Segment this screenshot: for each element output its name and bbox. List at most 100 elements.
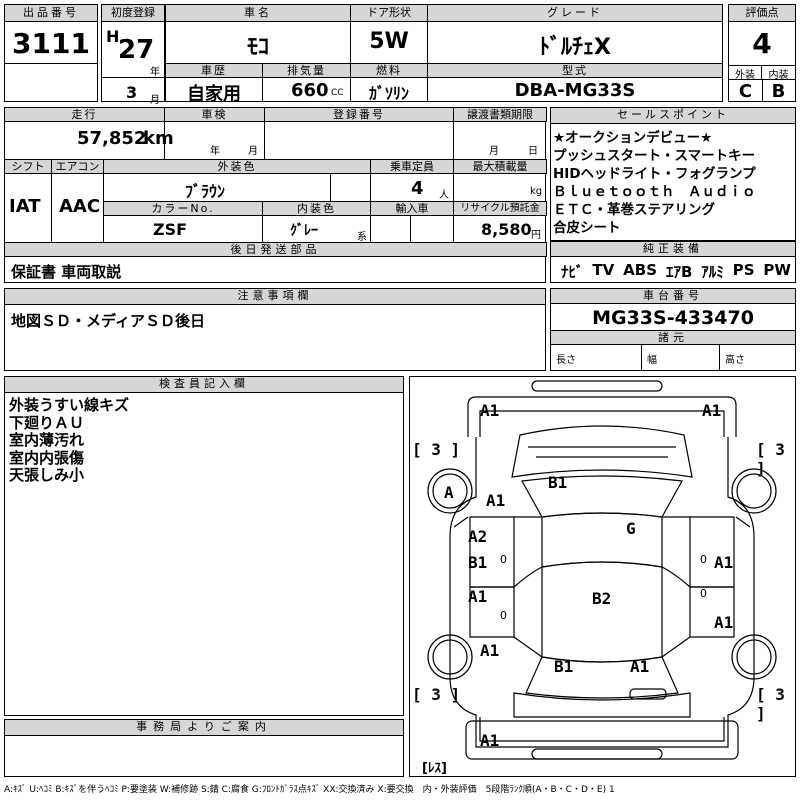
later-parts-label: 後日発送部品: [4, 242, 547, 257]
color-number: ZSF: [153, 220, 188, 239]
car-name-label: 車名: [166, 5, 350, 22]
damage-diagram: A1 A1 [ 3 ] [ 3 ] A A1 B1 G A2 B1 0 A1 0…: [409, 376, 796, 777]
inspector-line: 室内内張傷: [9, 448, 85, 467]
inspection-year-unit: 年: [210, 146, 220, 157]
sales-point-line: ★オークションデビュー★: [553, 130, 713, 146]
score-label: 評価点: [729, 5, 795, 22]
door-type: 5W: [369, 29, 409, 54]
max-load-label: 最大積載量: [453, 159, 547, 174]
sales-points: ★オークションデビュー★ プッシュスタート・スマートキー HIDヘッドライト・フ…: [553, 129, 756, 237]
mark-rear-right: A1: [630, 657, 650, 676]
equipment-label: 純正装備: [550, 241, 796, 257]
mark-spare: [ﾚｽ]: [422, 761, 447, 776]
mark-quarter-left: A1: [480, 641, 500, 660]
notes-text: 地図ＳＤ・メディアＳＤ後日: [11, 312, 205, 330]
sales-point-line: プッシュスタート・スマートキー: [553, 148, 756, 164]
mark-door-rl-2: 0: [500, 609, 507, 622]
mark-fender-left: A1: [486, 491, 506, 510]
mark-tread-rr: [ 3 ]: [756, 685, 785, 723]
chassis-number: MG33S-433470: [592, 307, 754, 329]
color-label: 外装色: [103, 159, 371, 174]
equipment-item: ABS: [623, 261, 658, 279]
equipment-list: ﾅﾋﾞ TV ABS ｴｱB ｱﾙﾐ PS PW: [561, 261, 791, 282]
recycle-label: リサイクル預託金: [453, 201, 547, 216]
mark-door-rr-2: 0: [700, 587, 707, 600]
mileage-unit: km: [143, 128, 174, 149]
exterior-label: 外装: [729, 66, 762, 81]
door-cell: ドア形状 5W: [350, 4, 428, 64]
inspector-line: 室内薄汚れ: [9, 431, 85, 449]
inspector-label: 検査員記入欄: [4, 376, 404, 393]
grade-cell: グレード ﾄﾞﾙﾁｪX: [427, 4, 723, 64]
mark-door-fr-2: 0: [700, 553, 707, 566]
office-block: 事務局よりご案内: [4, 719, 404, 777]
inspection-label: 車検: [164, 107, 265, 122]
transfer-label: 譲渡書類期限: [453, 107, 547, 122]
recycle-unit: 円: [531, 230, 541, 241]
mark-tread-fr: [ 3 ]: [756, 440, 785, 478]
displacement-cell: 排気量 660 CC: [262, 63, 351, 102]
inspector-line: 下廻りＡＵ: [9, 413, 85, 432]
import-label: 輸入車: [370, 201, 454, 216]
model-cell: 型式 DBA-MG33S: [427, 63, 723, 102]
mark-wheel-fl: A: [444, 483, 454, 502]
mark-door-rl-1: A1: [468, 587, 488, 606]
inspector-line: 外装うすい線キズ: [9, 396, 130, 414]
door-label: ドア形状: [351, 5, 427, 22]
details-block: 走行 車検 登録番号 譲渡書類期限 57,852 km 年 月 月 日 シフト …: [4, 107, 547, 283]
capacity: 4: [411, 178, 424, 199]
int-color-label: 内装色: [262, 201, 371, 216]
car-outline-diagram: [427, 380, 777, 760]
equipment-item: ﾅﾋﾞ: [561, 263, 584, 281]
lot-number-cell: 出品番号 3111: [4, 4, 98, 102]
first-registration-label: 初度登録: [102, 5, 164, 22]
color-no-label: カラーNo.: [103, 201, 263, 216]
mark-tread-fl: [ 3 ]: [412, 440, 461, 459]
capacity-label: 乗車定員: [370, 159, 454, 174]
interior-grade: B: [771, 81, 786, 102]
displacement-unit: CC: [331, 88, 344, 98]
legend: A:ｷｽﾞ U:ﾍｺﾐ B:ｷｽﾞを伴うﾍｺﾐ P:要塗装 W:補修跡 S:錆 …: [4, 785, 615, 795]
score-cell: 評価点 4 外装 内装 C B: [728, 4, 796, 102]
mark-windshield: B1: [548, 473, 568, 492]
first-registration-cell: 初度登録 H 27 年 3 月: [101, 4, 165, 106]
ac-type: AAC: [59, 196, 101, 217]
sales-point-block: セールスポイント ★オークションデビュー★ プッシュスタート・スマートキー HI…: [550, 107, 796, 241]
era: H: [106, 27, 120, 46]
max-load-unit: kg: [530, 186, 543, 197]
equipment-item: ｱﾙﾐ: [701, 263, 724, 281]
sales-point-line: Ｂｌｕｅｔｏｏｔｈ Ａｕｄｉｏ: [553, 184, 756, 200]
interior-color: ｸﾞﾚｰ: [290, 223, 318, 239]
recycle-fee: 8,580: [481, 220, 532, 239]
car-history: 自家用: [187, 84, 241, 105]
ac-label: エアコン: [51, 159, 104, 174]
car-name: ﾓｺ: [246, 35, 269, 60]
history-label: 車歴: [165, 63, 263, 78]
spec-height-label: 高さ: [725, 355, 745, 366]
interior-label: 内装: [762, 66, 795, 81]
mark-door-fr-1: A1: [714, 553, 734, 572]
mark-center: B2: [592, 589, 612, 608]
mileage-label: 走行: [4, 107, 165, 122]
mark-door-fl-2: B1: [468, 553, 488, 572]
reg-no-label: 登録番号: [264, 107, 454, 122]
equipment-block: 純正装備 ﾅﾋﾞ TV ABS ｴｱB ｱﾙﾐ PS PW: [550, 241, 796, 283]
lot-number: 3111: [12, 27, 90, 60]
shift-type: IAT: [9, 196, 41, 217]
equipment-item: ｴｱB: [665, 263, 693, 281]
notes-label: 注意事項欄: [4, 288, 546, 305]
chassis-block: 車台番号 MG33S-433470 諸元 長さ 幅 高さ: [550, 288, 796, 371]
mark-roof-glass: G: [626, 519, 636, 538]
year-unit: 年: [150, 67, 160, 78]
model-label: 型式: [427, 63, 723, 78]
mark-front-left: A1: [480, 401, 500, 420]
sales-point-line: 合皮シート: [553, 220, 621, 236]
mark-door-fl-1: A2: [468, 527, 488, 546]
grade-label: グレード: [428, 5, 722, 22]
mark-front-right: A1: [702, 401, 722, 420]
later-parts: 保証書 車両取説: [11, 263, 122, 281]
inspector-block: 検査員記入欄 外装うすい線キズ 下廻りＡＵ 室内薄汚れ 室内内張傷 天張しみ小: [4, 376, 404, 716]
mark-rear-bumper: A1: [480, 731, 500, 750]
chassis-label: 車台番号: [550, 288, 796, 304]
fuel-type: ｶﾞｿﾘﾝ: [368, 84, 409, 103]
